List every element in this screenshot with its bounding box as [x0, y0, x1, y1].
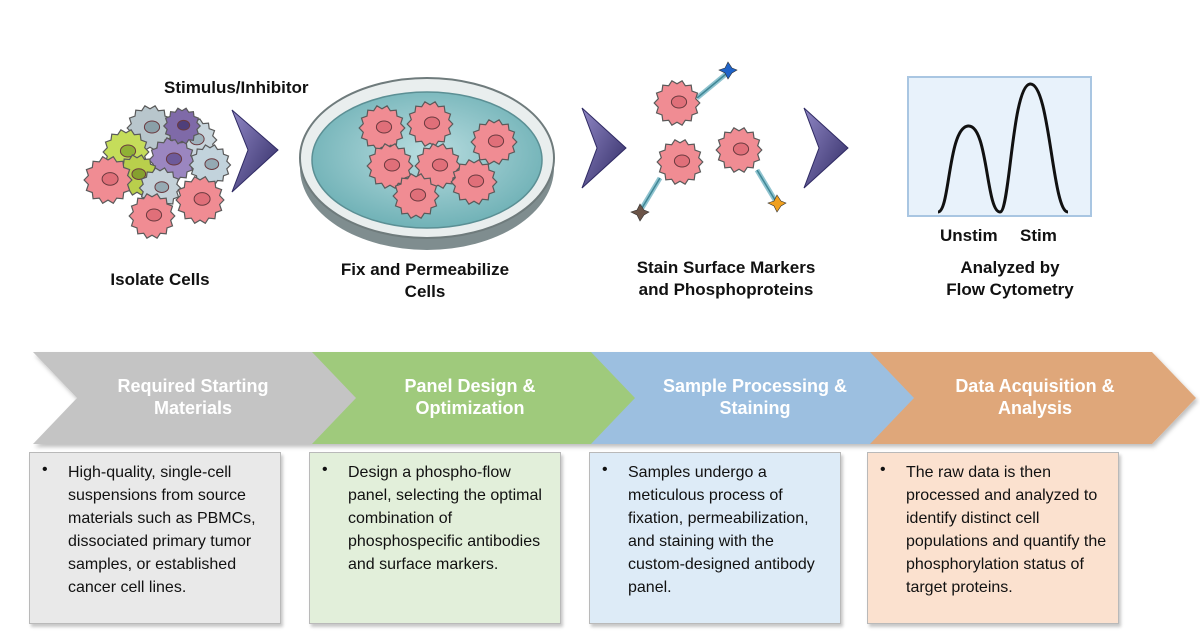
- unstim-label: Unstim: [940, 226, 998, 245]
- cell-icon: [162, 107, 202, 145]
- chevron-sample-processing: [591, 352, 917, 444]
- antibody-icon: [754, 168, 787, 213]
- isolate-cells-label: Isolate Cells: [110, 270, 210, 289]
- bullet-icon: •: [880, 461, 886, 478]
- isolate-cells-illustration: [83, 104, 232, 240]
- stimulus-inhibitor-label: Stimulus/Inhibitor: [164, 78, 309, 97]
- cell-icon: [653, 79, 701, 127]
- bullet-icon: •: [42, 461, 48, 478]
- flow-arrow-icon: [803, 107, 849, 189]
- stage-description-text: High-quality, single-cell suspensions fr…: [68, 464, 256, 596]
- cell-icon: [414, 142, 462, 190]
- chevron-panel-design: [312, 352, 638, 444]
- stage-title-panel-design: Panel Design & Optimization: [365, 375, 575, 419]
- stage-title-line2: Optimization: [415, 398, 525, 418]
- cell-icon: [366, 142, 414, 190]
- stage-description-box: • Samples undergo a meticulous process o…: [589, 452, 841, 624]
- flow-cytometry-histogram: [907, 76, 1092, 217]
- cell-icon: [128, 192, 176, 240]
- stim-label: Stim: [1020, 226, 1057, 245]
- flow-arrow-icon: [231, 109, 279, 193]
- stage-description-text: Design a phospho-flow panel, selecting t…: [348, 464, 542, 573]
- flow-arrow-icon: [581, 107, 627, 189]
- stage-title-line2: Analysis: [997, 398, 1073, 418]
- stain-markers-label-line2: and Phosphoproteins: [638, 280, 814, 299]
- stage-description-box: • High-quality, single-cell suspensions …: [29, 452, 281, 624]
- stained-cells-illustration: [630, 61, 787, 222]
- petri-dish-illustration: [299, 77, 555, 250]
- antibody-icon: [695, 61, 738, 100]
- stage-description-box: • Design a phospho-flow panel, selecting…: [309, 452, 561, 624]
- stage-description-text: The raw data is then processed and analy…: [906, 464, 1107, 596]
- stage-description-box: • The raw data is then processed and ana…: [867, 452, 1119, 624]
- stage-description-text: Samples undergo a meticulous process of …: [628, 464, 815, 596]
- cell-icon: [392, 172, 440, 220]
- chevron-starting-materials: [33, 352, 359, 444]
- cell-icon: [715, 126, 763, 174]
- bullet-icon: •: [322, 461, 328, 478]
- stage-title-line2: Staining: [719, 398, 791, 418]
- cell-icon: [188, 144, 232, 186]
- flow-cytometry-label-line2: Flow Cytometry: [946, 280, 1074, 299]
- cell-icon: [175, 175, 225, 225]
- stain-markers-label-line1: Stain Surface Markers: [636, 258, 816, 277]
- cell-icon: [83, 155, 133, 205]
- stage-title-starting-materials: Required Starting Materials: [88, 375, 298, 419]
- stage-title-line1: Data Acquisition &: [955, 376, 1115, 396]
- flow-cytometry-label-line1: Analyzed by: [960, 258, 1060, 277]
- antibody-icon: [630, 176, 663, 222]
- fix-permeabilize-label: Fix and Permeabilize Cells: [310, 259, 540, 303]
- fix-permeabilize-label-line1: Fix and Permeabilize: [340, 260, 510, 279]
- chevron-data-acquisition: [870, 352, 1196, 444]
- cell-icon: [450, 158, 498, 206]
- stage-title-line2: Materials: [153, 398, 233, 418]
- cell-icon: [470, 118, 518, 166]
- stage-title-line1: Panel Design &: [404, 376, 536, 396]
- cell-icon: [656, 138, 704, 186]
- cell-icon: [406, 100, 454, 148]
- stage-title-sample-processing: Sample Processing & Staining: [640, 375, 870, 419]
- stage-title-line1: Required Starting: [117, 376, 269, 396]
- bullet-icon: •: [602, 461, 608, 478]
- stain-markers-label: Stain Surface Markers and Phosphoprotein…: [610, 257, 842, 301]
- fix-permeabilize-label-line2: Cells: [404, 282, 446, 301]
- flow-cytometry-label: Analyzed by Flow Cytometry: [920, 257, 1100, 301]
- stage-title-data-acquisition: Data Acquisition & Analysis: [925, 375, 1145, 419]
- stage-title-line1: Sample Processing &: [662, 376, 848, 396]
